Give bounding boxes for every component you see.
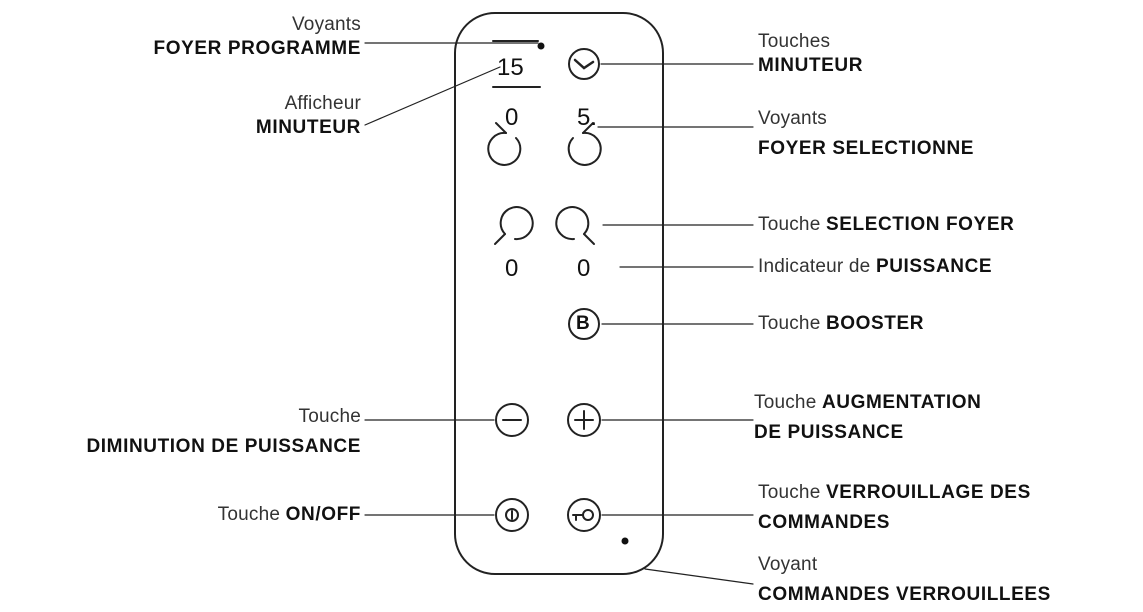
clock-icon: [568, 48, 600, 80]
power-icon: [495, 498, 529, 532]
zone-icon-bottom-left: [494, 206, 534, 245]
label-foyer-programme: Voyants FOYER PROGRAMME: [153, 14, 361, 59]
label-verrouillage: Touche VERROUILLAGE DES COMMANDES: [758, 482, 1031, 533]
lock-indicator-dot: [621, 537, 629, 545]
zone-icon-bottom-right: [555, 206, 595, 245]
timer-display: 15: [497, 54, 524, 81]
programme-indicator-dot: [537, 42, 545, 50]
zone-icon-top-left: [487, 122, 522, 166]
leader-afficheur-minuteur: [364, 66, 501, 126]
label-booster: Touche BOOSTER: [758, 313, 925, 334]
booster-glyph: B: [576, 313, 590, 334]
label-diminution: Touche DIMINUTION DE PUISSANCE: [86, 406, 361, 457]
label-augmentation: Touche AUGMENTATION DE PUISSANCE: [754, 392, 982, 443]
label-puissance: Indicateur de PUISSANCE: [758, 256, 993, 277]
zone-level-top-left: 0: [505, 104, 519, 131]
zone-level-bottom-right: 0: [577, 255, 591, 282]
label-verrouillees: Voyant COMMANDES VERROUILLEES: [758, 554, 1051, 605]
minus-icon: [495, 403, 529, 437]
zone-level-top-right: 5.: [577, 104, 598, 131]
zone-level-bottom-left: 0: [505, 255, 519, 282]
label-foyer-selectionne: Voyants FOYER SELECTIONNE: [758, 108, 975, 159]
label-selection-foyer: Touche SELECTION FOYER: [758, 214, 1015, 235]
label-touches-minuteur: Touches MINUTEUR: [758, 31, 864, 76]
label-onoff: Touche ON/OFF: [217, 504, 361, 525]
plus-icon: [567, 403, 601, 437]
zone-icon-top-right: [567, 122, 602, 166]
label-afficheur-minuteur: Afficheur MINUTEUR: [255, 93, 361, 138]
leader-verrouillees: [644, 568, 754, 585]
key-lock-icon: [567, 498, 601, 532]
booster-icon: [568, 308, 600, 340]
panel-outline: [454, 12, 664, 575]
